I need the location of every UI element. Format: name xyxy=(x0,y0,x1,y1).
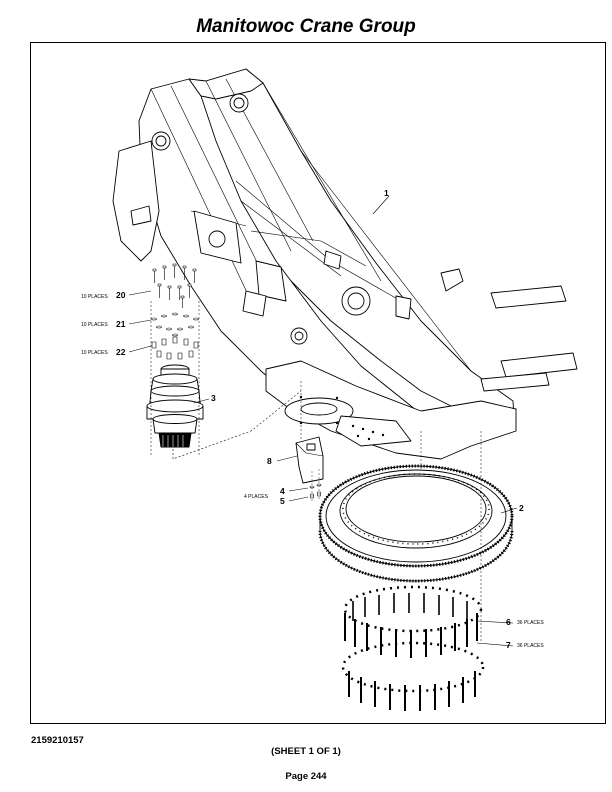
callout-7: 7 xyxy=(506,640,511,650)
callouts: 1 2 3 4 4 PLACES 5 6 36 PLACES 7 36 PLAC… xyxy=(81,188,544,650)
exploded-parts-diagram: 1 2 3 4 4 PLACES 5 6 36 PLACES 7 36 PLAC… xyxy=(81,68,578,711)
sheet-label: (SHEET 1 OF 1) xyxy=(271,746,341,757)
page-number: Page 244 xyxy=(285,771,327,782)
callout-22: 22 xyxy=(116,347,126,357)
leader-lines xyxy=(128,195,518,647)
swing-bearing xyxy=(318,431,514,641)
drawing-frame: 1 2 3 4 4 PLACES 5 6 36 PLACES 7 36 PLAC… xyxy=(30,42,606,724)
callout-6: 6 xyxy=(506,617,511,627)
page-title: Manitowoc Crane Group xyxy=(196,16,416,37)
bracket xyxy=(295,381,324,484)
callout-1: 1 xyxy=(384,188,389,198)
callout-5: 5 xyxy=(280,496,285,506)
callout-7-note: 36 PLACES xyxy=(517,643,544,649)
callout-20: 20 xyxy=(116,290,126,300)
callout-3: 3 xyxy=(211,393,216,403)
callout-21: 21 xyxy=(116,319,126,329)
callout-6-note: 36 PLACES xyxy=(517,620,544,626)
bracket-hardware xyxy=(309,469,322,501)
drawing-number: 2159210157 xyxy=(31,735,84,746)
callout-22-note: 10 PLACES xyxy=(81,350,108,356)
callout-2: 2 xyxy=(519,503,524,513)
swing-drive xyxy=(146,301,302,460)
callout-21-note: 10 PLACES xyxy=(81,322,108,328)
callout-8: 8 xyxy=(267,456,272,466)
callout-20-note: 10 PLACES xyxy=(81,294,108,300)
bearing-bolt-ring xyxy=(341,585,485,711)
turntable-frame xyxy=(112,68,578,460)
callout-4-note: 4 PLACES xyxy=(244,494,269,500)
callout-4: 4 xyxy=(280,486,285,496)
drive-bolts xyxy=(151,263,199,360)
